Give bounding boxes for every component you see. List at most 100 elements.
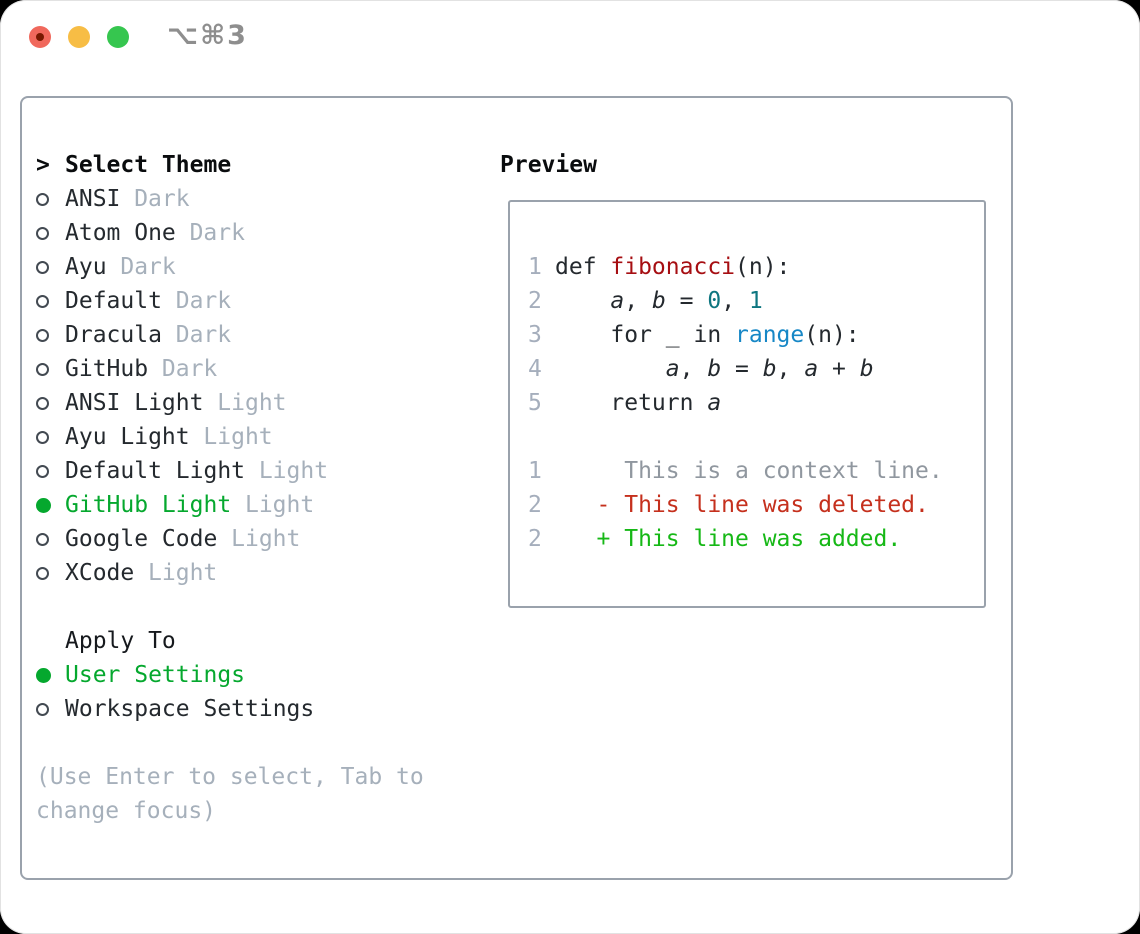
line-number: 5 <box>528 390 542 416</box>
code-segment: fibonacci <box>610 254 736 280</box>
radio-icon <box>36 328 49 342</box>
code-line: 5 return a <box>528 386 984 420</box>
theme-option-label: XCode <box>65 560 135 586</box>
radio-icon <box>36 260 49 274</box>
theme-option-default[interactable]: Default Dark <box>36 284 424 318</box>
code-segment: a <box>707 390 722 416</box>
code-segment: return <box>555 390 708 416</box>
theme-variant: Dark <box>175 322 232 348</box>
code-segment: a <box>665 356 680 382</box>
theme-option-label: Default <box>65 288 162 314</box>
code-line <box>528 420 984 454</box>
theme-variant: Dark <box>134 186 190 212</box>
minimize-button[interactable] <box>68 26 90 48</box>
line-number: 1 <box>528 254 542 280</box>
theme-option-label: Default Light <box>65 458 246 484</box>
theme-variant: Dark <box>189 220 245 246</box>
theme-variant: Dark <box>120 254 176 280</box>
theme-option-label: Atom One <box>65 220 176 246</box>
code-segment: = <box>665 288 708 314</box>
code-segment: def <box>555 254 611 280</box>
radio-selected-icon <box>36 667 51 683</box>
theme-option-ansi-light[interactable]: ANSI Light Light <box>36 386 424 420</box>
theme-variant: Light <box>148 560 218 586</box>
theme-option-label: Google Code <box>65 526 218 552</box>
hint-text-line2: change focus) <box>36 798 217 824</box>
code-segment: + <box>818 356 860 382</box>
code-line: 2 a, b = 0, 1 <box>528 284 984 318</box>
theme-variant: Light <box>203 424 273 450</box>
code-segment <box>555 288 610 314</box>
theme-option-google-code[interactable]: Google Code Light <box>36 522 424 556</box>
theme-option-atom-one[interactable]: Atom One Dark <box>36 216 424 250</box>
theme-option-github[interactable]: GitHub Dark <box>36 352 424 386</box>
radio-icon <box>36 464 49 478</box>
spacer <box>36 590 424 624</box>
radio-icon <box>36 532 49 546</box>
code-segment: This is a context line. <box>555 458 943 484</box>
code-segment: for _ in <box>555 322 736 348</box>
line-number: 2 <box>528 492 542 518</box>
radio-selected-icon <box>36 497 51 513</box>
apply-to-title: Apply To <box>65 628 176 654</box>
theme-option-ansi[interactable]: ANSI Dark <box>36 182 424 216</box>
theme-variant: Light <box>231 526 301 552</box>
code-segment: b <box>651 288 666 314</box>
hint-text-line1: (Use Enter to select, Tab to <box>36 764 424 790</box>
code-line: 3 for _ in range(n): <box>528 318 984 352</box>
line-number: 2 <box>528 526 542 552</box>
code-segment: b <box>762 356 777 382</box>
close-button[interactable] <box>29 26 51 48</box>
radio-icon <box>36 396 49 410</box>
window-title: ⌥⌘3 <box>167 20 248 51</box>
line-number: 3 <box>528 322 542 348</box>
code-segment: , <box>624 288 652 314</box>
apply-option-user-settings[interactable]: User Settings <box>36 658 424 692</box>
theme-variant: Dark <box>161 356 218 382</box>
theme-option-label: Ayu <box>65 254 107 280</box>
theme-option-label: GitHub Light <box>65 492 232 518</box>
theme-option-label: GitHub <box>65 356 149 382</box>
theme-variant: Light <box>217 390 287 416</box>
theme-option-ayu[interactable]: Ayu Dark <box>36 250 424 284</box>
code-line: 2 + This line was added. <box>528 522 984 556</box>
code-segment: , <box>776 356 805 382</box>
radio-icon <box>36 702 49 716</box>
theme-variant: Dark <box>175 288 232 314</box>
apply-option-workspace-settings[interactable]: Workspace Settings <box>36 692 424 726</box>
theme-option-label: ANSI Light <box>65 390 204 416</box>
radio-icon <box>36 362 49 376</box>
code-segment: , <box>679 356 708 382</box>
apply-option-label: User Settings <box>65 662 246 688</box>
code-segment: b <box>707 356 722 382</box>
preview-title: Preview <box>500 152 597 178</box>
radio-icon <box>36 566 49 580</box>
line-number: 4 <box>528 356 542 382</box>
theme-option-label: ANSI <box>65 186 121 212</box>
radio-icon <box>36 430 49 444</box>
select-theme-header: > Select Theme <box>36 148 424 182</box>
code-segment: + This line was added. <box>555 526 902 552</box>
apply-to-header: Apply To <box>36 624 424 658</box>
radio-icon <box>36 294 49 308</box>
zoom-button[interactable] <box>107 26 129 48</box>
code-segment: range <box>735 322 805 348</box>
apply-option-label: Workspace Settings <box>65 696 315 722</box>
theme-option-xcode[interactable]: XCode Light <box>36 556 424 590</box>
radio-icon <box>36 226 49 240</box>
radio-icon <box>36 192 49 206</box>
select-theme-title: Select Theme <box>65 152 232 178</box>
line-number: 1 <box>528 458 542 484</box>
